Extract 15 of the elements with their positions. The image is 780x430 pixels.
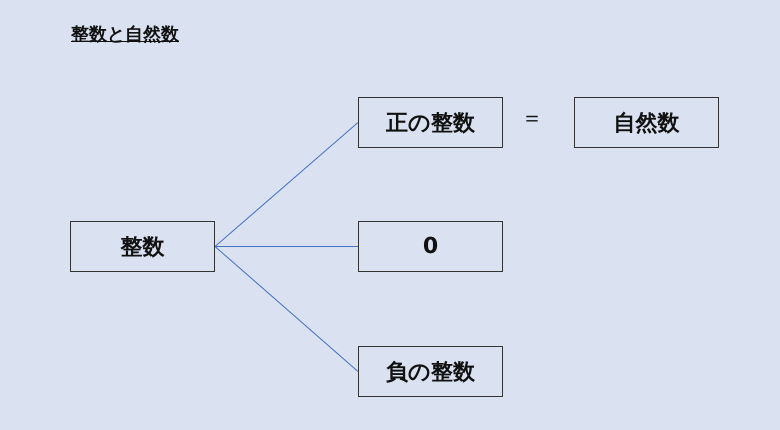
text-box (70, 221, 215, 272)
node-label: 整数 (120, 234, 164, 262)
text-box (574, 97, 719, 148)
equals-sign: ＝ (521, 105, 543, 133)
node-label: 0 (422, 234, 438, 259)
diagram-title: 整数と自然数 (71, 23, 179, 46)
node-label: 負の整数 (386, 358, 475, 386)
text-box (358, 97, 503, 148)
connector-line (214, 122, 358, 247)
text-box (358, 346, 503, 397)
connector-line (214, 246, 358, 372)
node-label: 正の整数 (386, 110, 475, 138)
connector-line (214, 246, 358, 247)
node-label: 自然数 (614, 110, 680, 138)
text-box (358, 221, 503, 272)
